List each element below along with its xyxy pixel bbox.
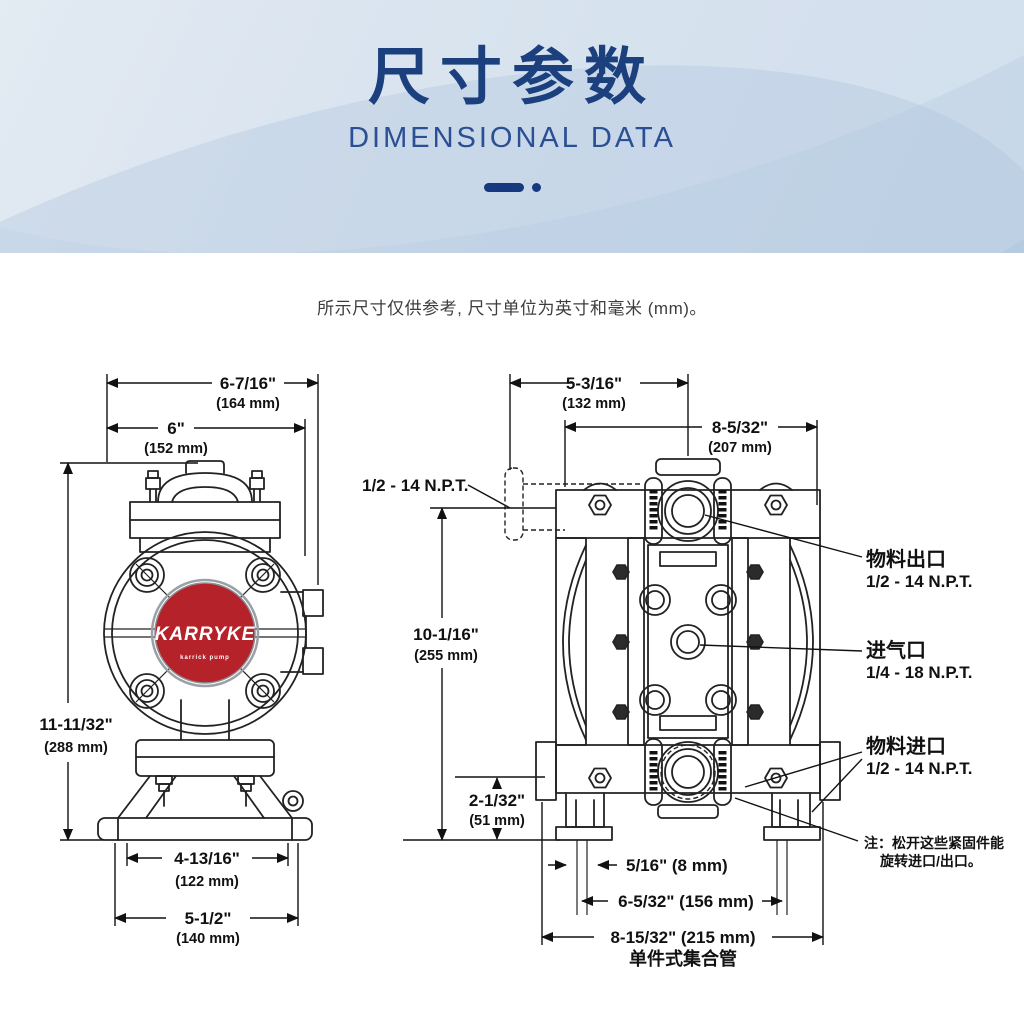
inlet-npt: 1/2 - 14 N.P.T. (866, 759, 972, 778)
divider-dot-icon (531, 183, 541, 193)
logo-tagline-text: karrick pump (180, 655, 230, 661)
divider-bar-icon (483, 183, 524, 193)
side-view-drawing: 6-7/16" (164 mm) 6" (152 mm) 11-11/32" (… (39, 374, 324, 947)
dim-side-width-outer-in: 6-7/16" (220, 374, 276, 393)
bolt-holes (129, 557, 281, 709)
page-subtitle: DIMENSIONAL DATA (348, 122, 676, 155)
dim-front-height-mm: (255 mm) (414, 648, 478, 664)
page-title: 尺寸参数 (367, 43, 656, 112)
dim-front-height-in: 10-1/16" (413, 625, 479, 644)
dim-side-height-mm: (288 mm) (44, 740, 108, 756)
dim-side-height-in: 11-11/32" (39, 715, 112, 734)
header-banner: 尺寸参数 DIMENSIONAL DATA (0, 0, 1024, 253)
dimension-note: 所示尺寸仅供参考, 尺寸单位为英寸和毫米 (mm)。 (317, 299, 707, 318)
outlet-label: 物料出口 (866, 547, 946, 571)
manifold-label: 单件式集合管 (629, 948, 737, 969)
air-inlet-npt: 1/4 - 18 N.P.T. (866, 663, 972, 682)
dim-side-width-inner-in: 6" (167, 419, 185, 438)
outlet-npt: 1/2 - 14 N.P.T. (866, 572, 972, 591)
logo-brand-text: KARRYKE (155, 624, 256, 645)
dim-front-port-mm: (51 mm) (469, 813, 525, 829)
dim-front-top-mm: (132 mm) (562, 396, 626, 412)
dim-side-width-outer-mm: (164 mm) (216, 396, 280, 412)
brand-logo: KARRYKE karrick pump (150, 578, 260, 688)
title-divider (483, 183, 541, 193)
dim-front-span: 6-5/32" (156 mm) (618, 892, 754, 911)
dim-front-width-in: 8-5/32" (712, 418, 768, 437)
inlet-label: 物料进口 (866, 734, 946, 758)
dim-side-base-outer-in: 5-1/2" (185, 909, 232, 928)
dim-side-width-inner-mm: (152 mm) (144, 441, 208, 457)
fastener-note-line1: 注：松开这些紧固件能 (864, 835, 1004, 851)
dim-side-base-inner-in: 4-13/16" (174, 849, 240, 868)
air-inlet-label: 进气口 (866, 638, 926, 662)
dim-front-manifold: 8-15/32" (215 mm) (610, 928, 755, 947)
fastener-note-line2: 旋转进口/出口。 (879, 853, 982, 869)
clamp-nuts (612, 564, 764, 720)
npt-side-label: 1/2 - 14 N.P.T. (362, 476, 468, 495)
dimensional-drawings: 6-7/16" (164 mm) 6" (152 mm) 11-11/32" (… (39, 374, 1004, 969)
dim-front-top-in: 5-3/16" (566, 374, 622, 393)
front-view-drawing: 5-3/16" (132 mm) 8-5/32" (207 mm) 1/2 - … (362, 374, 1004, 969)
dim-front-stud: 5/16" (8 mm) (626, 856, 728, 875)
dim-front-port-in: 2-1/32" (469, 791, 525, 810)
dim-side-base-outer-mm: (140 mm) (176, 931, 240, 947)
dim-front-width-mm: (207 mm) (708, 440, 772, 456)
dim-side-base-inner-mm: (122 mm) (175, 874, 239, 890)
